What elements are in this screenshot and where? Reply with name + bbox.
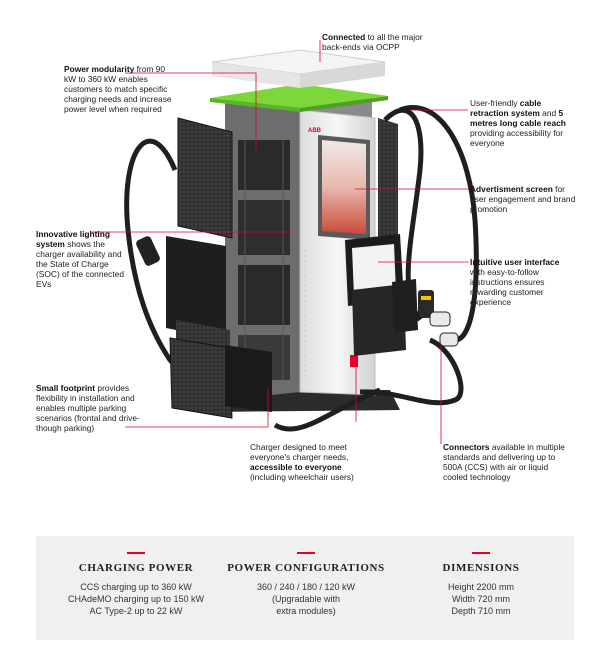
- spec-line: AC Type-2 up to 22 kW: [89, 606, 183, 616]
- spec-line: Width 720 mm: [451, 594, 511, 604]
- advertisement-screen: [322, 140, 366, 234]
- spec-line: extra modules): [276, 606, 336, 616]
- front-door-panel: ABB: [299, 109, 376, 396]
- top-cap-with-light-ring: [210, 49, 388, 112]
- spec-power-configurations: POWER CONFIGURATIONS 360 / 240 / 180 / 1…: [226, 552, 386, 617]
- spec-accent-bar: [127, 552, 145, 554]
- ui-touchscreen: [352, 244, 396, 296]
- callout-advertisement-screen: Advertisment screen for user engagement …: [470, 184, 576, 214]
- callout-user-interface: Intuitive user interface with easy-to-fo…: [470, 257, 560, 307]
- callout-cable-system: User-friendly cable retraction system an…: [470, 98, 566, 148]
- specifications-panel: CHARGING POWER CCS charging up to 360 kW…: [36, 536, 574, 640]
- ccs-connector: [429, 311, 451, 327]
- user-interface-plates: [345, 234, 434, 356]
- charger-exploded-illustration: ABB: [92, 40, 479, 444]
- spec-accent-bar: [472, 552, 490, 554]
- spec-line: (Upgradable with: [271, 594, 341, 604]
- spec-title: POWER CONFIGURATIONS: [227, 562, 385, 574]
- brand-logo: ABB: [308, 128, 322, 134]
- spec-title: CHARGING POWER: [78, 562, 194, 574]
- callout-small-footprint: Small footprint provides flexibility in …: [36, 383, 140, 433]
- callout-accessibility: Charger designed to meet everyone's char…: [250, 442, 354, 482]
- left-side-panels: [166, 117, 272, 419]
- led-lighting-ring: [210, 84, 388, 108]
- leader-lines: [92, 40, 469, 444]
- right-charging-cables: [273, 105, 479, 432]
- spec-title: DIMENSIONS: [442, 562, 520, 574]
- callout-power-modularity: Power modularity from 90 kW to 360 kW en…: [64, 64, 172, 114]
- spec-line: Depth 710 mm: [451, 606, 511, 616]
- spec-charging-power: CHARGING POWER CCS charging up to 360 kW…: [56, 552, 216, 617]
- callout-lighting-system: Innovative lighting system shows the cha…: [36, 229, 124, 289]
- chademo-connector: [439, 332, 459, 347]
- callout-connected: Connected to all the major back-ends via…: [322, 32, 423, 52]
- spec-line: Height 2200 mm: [447, 582, 515, 592]
- spec-line: CCS charging up to 360 kW: [80, 582, 192, 592]
- spec-dimensions: DIMENSIONS Height 2200 mm Width 720 mm D…: [406, 552, 556, 617]
- callout-connectors: Connectors available in multiple standar…: [443, 442, 565, 482]
- spec-accent-bar: [297, 552, 315, 554]
- spec-line: CHAdeMO charging up to 150 kW: [67, 594, 205, 604]
- spec-line: 360 / 240 / 180 / 120 kW: [256, 582, 356, 592]
